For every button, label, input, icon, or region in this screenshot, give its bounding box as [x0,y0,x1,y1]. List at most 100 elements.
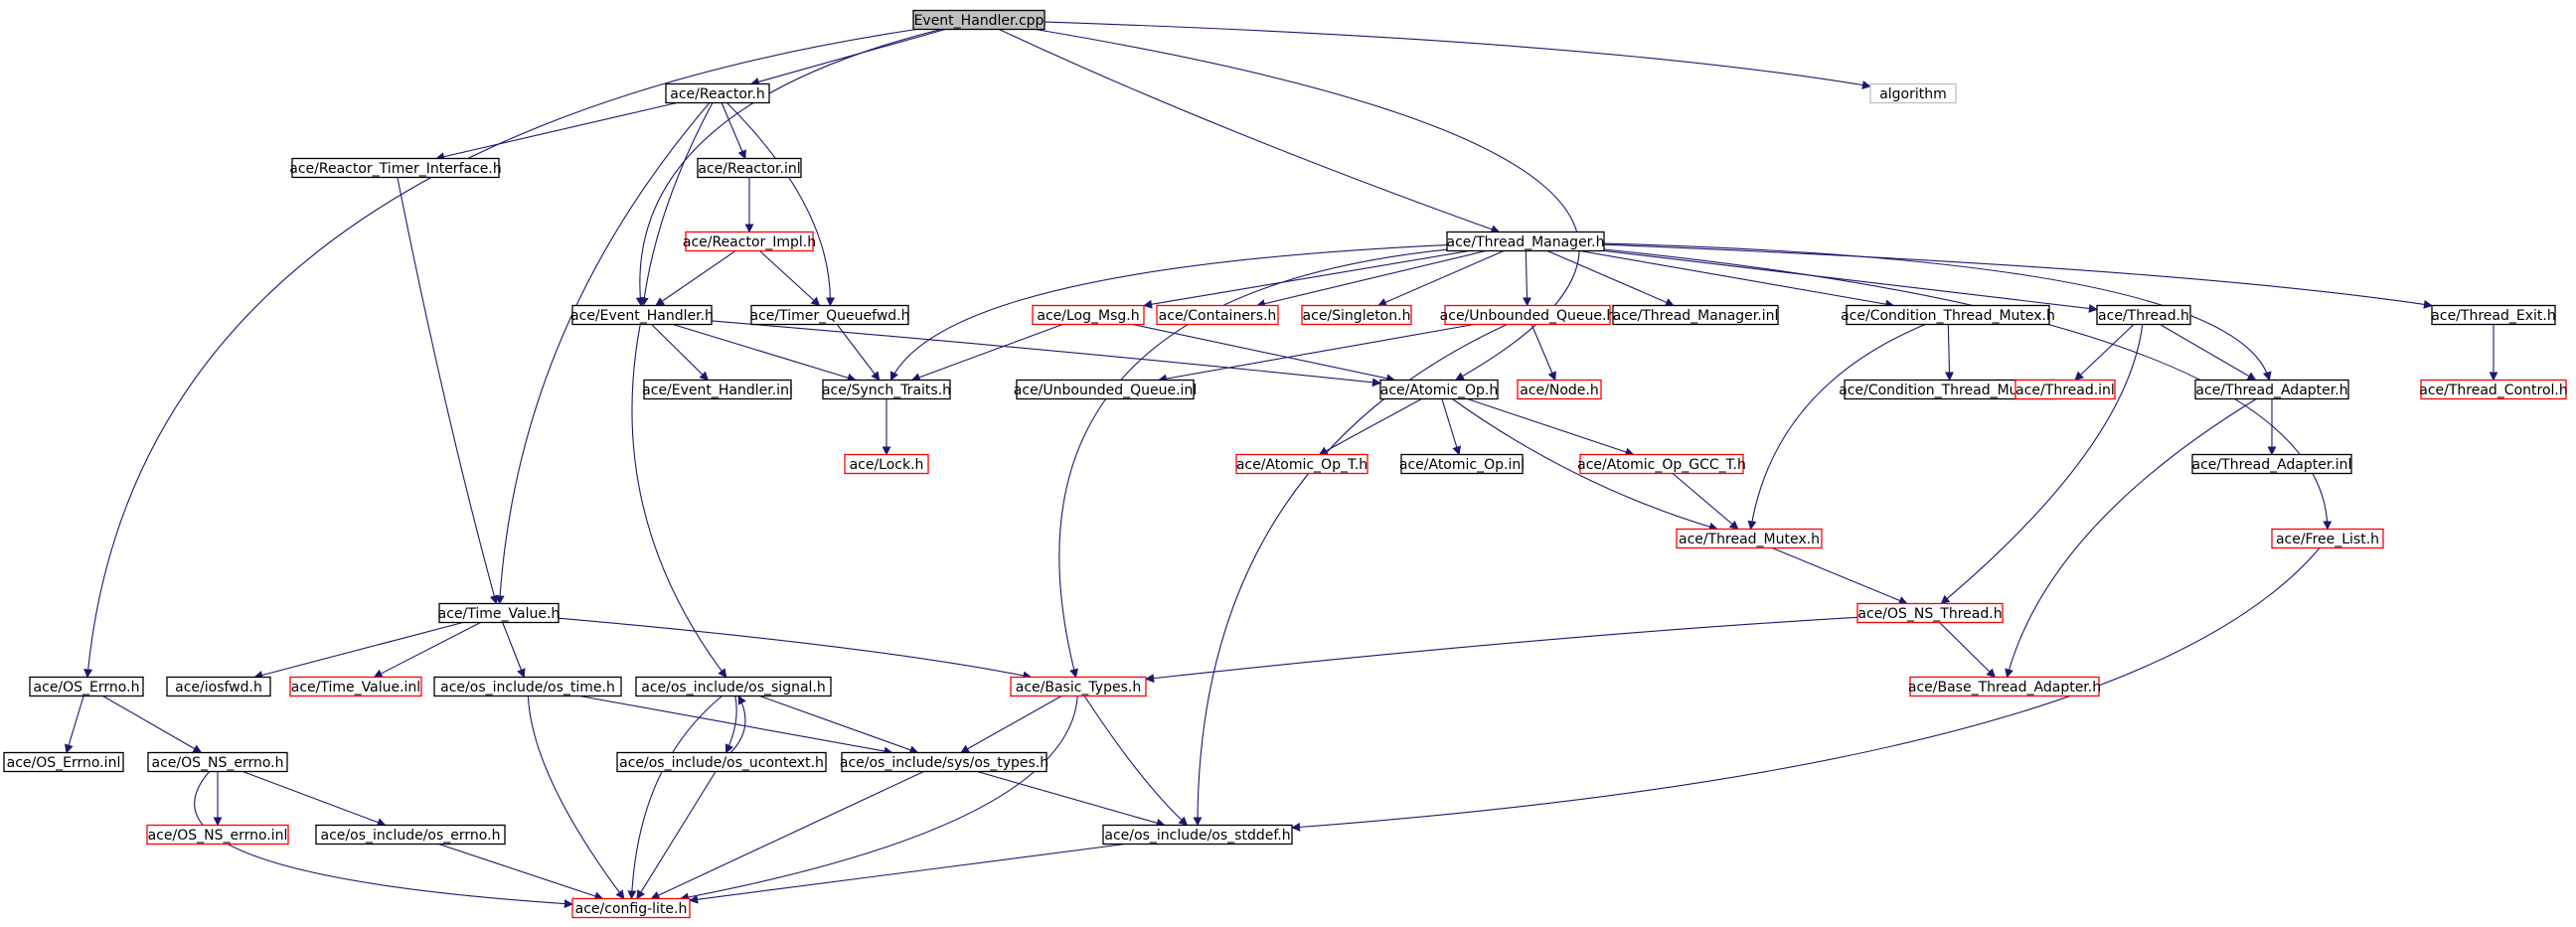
node-label: ace/Condition_Thread_Mutex.inl [1839,383,2061,398]
node-box [1010,676,1147,697]
node-containers-h[interactable]: ace/Containers.h [1156,304,1279,326]
node-time-value-h[interactable]: ace/Time_Value.h [438,602,561,624]
node-label: ace/OS_Errno.h [34,680,140,695]
node-os-include-errno-h[interactable]: ace/os_include/os_errno.h [315,824,506,846]
node-unbounded-queue-inl[interactable]: ace/Unbounded_Queue.inl [1014,379,1197,400]
node-box [166,676,271,697]
node-atomic-op-gcc-t-h[interactable]: ace/Atomic_Op_GCC_T.h [1577,453,1746,475]
node-ace-event-handler-h[interactable]: ace/Event_Handler.h [570,304,714,326]
node-atomic-op-t-h[interactable]: ace/Atomic_Op_T.h [1235,453,1368,475]
node-lock-h[interactable]: ace/Lock.h [844,453,929,475]
node-label: ace/Thread.h [2098,308,2189,324]
edge-event_handler_cpp-to-reactor_h [749,28,946,86]
edge-os_ns_errno_h-to-os_include_errno_h [242,770,387,827]
node-os-time-h[interactable]: ace/os_include/os_time.h [433,676,622,697]
edge-condition_thread_mutex_h-to-condition_thread_mutex_inl [1944,324,1954,382]
node-os-errno-h[interactable]: ace/OS_Errno.h [29,676,144,697]
edge-unbounded_queue_h-to-node_h [1530,324,1556,382]
node-label: ace/Event_Handler.h [570,308,714,324]
node-box [2420,379,2567,400]
edge-os_ns_thread_h-to-base_thread_adapter_h [1939,622,1997,679]
node-thread-control-h[interactable]: ace/Thread_Control.h [2419,379,2568,400]
edge-thread_h-to-thread_adapter_h [2160,324,2257,381]
node-box [2096,304,2191,326]
edge-os_errno_h-to-os_ns_errno_h [102,695,203,753]
edge-atomic_op_h-to-atomic_op_inl [1441,398,1462,456]
node-os-ucontext-h[interactable]: ace/os_include/os_ucontext.h [616,751,827,773]
node-box [2271,528,2384,549]
node-condition-thread-mutex-h[interactable]: ace/Condition_Thread_Mutex.h [1841,304,2055,326]
edge-os_errno_h-to-os_errno_inl [64,695,84,754]
node-thread-adapter-h[interactable]: ace/Thread_Adapter.h [2194,379,2349,400]
node-os-stddef-h[interactable]: ace/os_include/os_stddef.h [1102,824,1293,846]
node-atomic-op-inl[interactable]: ace/Atomic_Op.inl [1399,453,1525,475]
node-box [1579,453,1744,475]
node-synch-traits-h[interactable]: ace/Synch_Traits.h [822,379,951,400]
node-box [1400,453,1524,475]
node-unbounded-queue-h[interactable]: ace/Unbounded_Queue.h [1440,304,1616,326]
node-free-list-h[interactable]: ace/Free_List.h [2271,528,2384,549]
edge-time_value_h-to-iosfwd_h [253,621,463,680]
edge-time_value_h-to-time_value_inl [373,622,481,678]
node-condition-thread-mutex-inl[interactable]: ace/Condition_Thread_Mutex.inl [1839,379,2061,400]
node-box [1856,602,2004,624]
node-thread-h[interactable]: ace/Thread.h [2096,304,2191,326]
node-thread-mutex-h[interactable]: ace/Thread_Mutex.h [1676,528,1823,549]
node-os-signal-h[interactable]: ace/os_include/os_signal.h [635,676,832,697]
node-box [571,304,713,326]
node-timer-queuefwd-h[interactable]: ace/Timer_Queuefwd.h [750,304,910,326]
edge-os_time_h-to-config_lite_h [527,695,625,900]
node-reactor-h[interactable]: ace/Reactor.h [665,82,770,104]
node-box [1301,304,1412,326]
edge-reactor_h-to-timer_queuefwd_h [726,102,836,307]
node-atomic-op-h[interactable]: ace/Atomic_Op.h [1379,379,1499,400]
node-os-ns-thread-h[interactable]: ace/OS_NS_Thread.h [1856,602,2004,624]
node-label: ace/Thread.inl [2015,383,2115,398]
edge-os_time_h-to-os_types_h [579,695,893,756]
node-box [844,453,929,475]
node-label: ace/Reactor.inl [698,161,800,177]
node-thread-inl[interactable]: ace/Thread.inl [2014,379,2116,400]
node-reactor-inl[interactable]: ace/Reactor.inl [697,157,802,179]
node-box [315,824,506,846]
node-os-ns-errno-inl[interactable]: ace/OS_NS_errno.inl [146,824,289,846]
edge-basic_types_h-to-os_stddef_h [1083,695,1189,827]
node-box [912,9,1046,31]
node-log-msg-h[interactable]: ace/Log_Msg.h [1032,304,1145,326]
edge-basic_types_h-to-config_lite_h [679,695,1078,902]
node-box [438,602,560,624]
node-label: ace/OS_Errno.inl [7,755,121,771]
node-thread-adapter-inl[interactable]: ace/Thread_Adapter.inl [2191,453,2352,475]
node-box [1446,231,1605,252]
node-thread-manager-inl[interactable]: ace/Thread_Manager.inl [1612,304,1779,326]
node-box [685,231,814,252]
edge-thread_manager_h-to-singleton_h [1376,249,1505,307]
node-label: ace/Reactor_Timer_Interface.h [289,161,501,177]
node-thread-manager-h[interactable]: ace/Thread_Manager.h [1446,231,1605,252]
node-os-types-h[interactable]: ace/os_include/sys/os_types.h [840,751,1048,773]
node-os-ns-errno-h[interactable]: ace/OS_NS_errno.h [147,751,288,773]
node-box [2194,379,2349,400]
edge-os_signal_h-to-os_ucontext_h [724,695,737,754]
node-reactor-timer-interface-h[interactable]: ace/Reactor_Timer_Interface.h [289,157,502,179]
edge-os_ucontext_h-to-config_lite_h [636,771,717,900]
node-os-errno-inl[interactable]: ace/OS_Errno.inl [3,751,124,773]
node-reactor-impl-h[interactable]: ace/Reactor_Impl.h [683,231,816,252]
node-node-h[interactable]: ace/Node.h [1517,379,1602,400]
node-thread-exit-h[interactable]: ace/Thread_Exit.h [2431,304,2556,326]
node-event-handler-inl[interactable]: ace/Event_Handler.inl [642,379,793,400]
node-label: ace/Reactor.h [670,86,764,102]
node-label: ace/Atomic_Op_T.h [1236,457,1368,473]
node-iosfwd-h[interactable]: ace/iosfwd.h [166,676,271,697]
node-singleton-h[interactable]: ace/Singleton.h [1301,304,1412,326]
node-label: ace/Thread_Manager.h [1447,234,1605,250]
edge-thread_manager_h-to-synch_traits_h [889,244,1448,382]
edge-os_stddef_h-to-config_lite_h [689,843,1125,904]
node-basic-types-h[interactable]: ace/Basic_Types.h [1010,676,1147,697]
node-base-thread-adapter-h[interactable]: ace/Base_Thread_Adapter.h [1908,676,2101,697]
node-time-value-inl[interactable]: ace/Time_Value.inl [289,676,422,697]
node-config-lite-h[interactable]: ace/config-lite.h [571,897,691,919]
node-label: ace/Log_Msg.h [1037,308,1139,324]
node-label: ace/Atomic_Op_GCC_T.h [1577,457,1746,473]
